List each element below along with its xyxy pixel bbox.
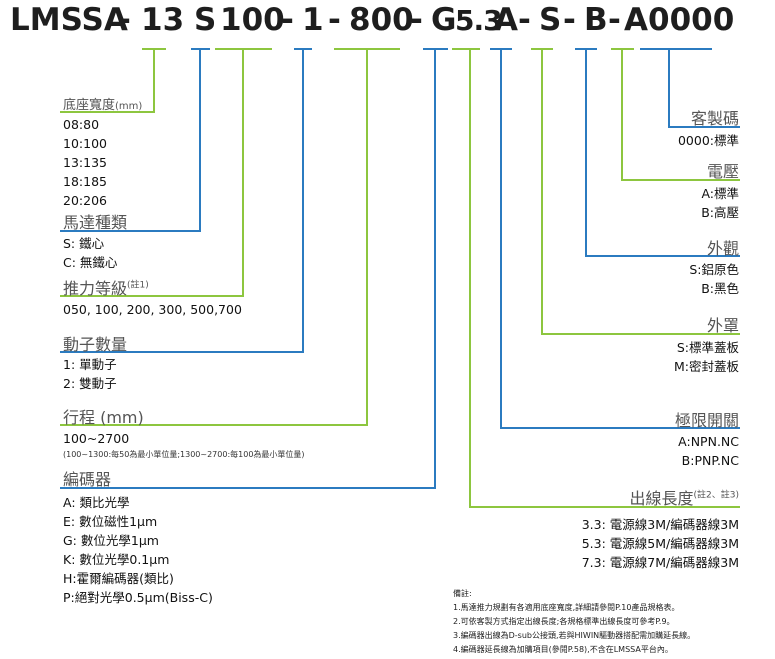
option-item: P:絕對光學0.5μm(Biss-C) bbox=[63, 590, 213, 605]
base-width-options: 08:80 10:100 13:135 18:185 20:206 bbox=[63, 115, 107, 210]
cable-length-options: 3.3: 電源線3M/編碼器線3M 5.3: 電源線5M/編碼器線3M 7.3:… bbox=[582, 515, 739, 572]
option-item: 1: 單動子 bbox=[63, 357, 117, 372]
code-dash: - bbox=[518, 2, 531, 38]
base-width-title-text: 底座寬度 bbox=[63, 98, 116, 113]
cable-length-title: 出線長度(註2、註3) bbox=[630, 485, 740, 509]
motor-type-options: S: 鐵心 C: 無鐵心 bbox=[63, 234, 117, 272]
option-item: S:標準蓋板 bbox=[676, 340, 739, 355]
cable-length-note-mark: (註2、註3) bbox=[693, 490, 739, 501]
stroke-value: 100~2700 bbox=[63, 431, 130, 446]
encoder-options: A: 類比光學 E: 數位磁性1μm G: 數位光學1μm K: 數位光學0.1… bbox=[63, 493, 213, 607]
encoder-title: 編碼器 bbox=[63, 470, 112, 489]
option-item: 18:185 bbox=[63, 174, 107, 189]
option-item: 050, 100, 200, 300, 500,700 bbox=[63, 302, 242, 317]
thrust-options: 050, 100, 200, 300, 500,700 bbox=[63, 300, 242, 319]
option-item: S:鋁原色 bbox=[689, 262, 739, 277]
connector-thrust bbox=[60, 49, 244, 297]
code-dash: - bbox=[328, 2, 341, 38]
option-item: G: 數位光學1μm bbox=[63, 533, 159, 548]
option-item: H:霍爾編碼器(類比) bbox=[63, 571, 174, 586]
option-item: B:高壓 bbox=[701, 205, 739, 220]
code-motor-type: S bbox=[194, 2, 217, 38]
option-item: 3.3: 電源線3M/編碼器線3M bbox=[581, 517, 739, 532]
notes-title: 備註: bbox=[453, 589, 472, 598]
cover-title: 外罩 bbox=[706, 316, 739, 335]
option-item: 7.3: 電源線7M/編碼器線3M bbox=[581, 555, 739, 570]
cover-options: S:標準蓋板 M:密封蓋板 bbox=[674, 338, 739, 376]
code-mover-qty: 1 bbox=[302, 2, 324, 38]
option-item: A: 類比光學 bbox=[63, 495, 130, 510]
connector-mover-qty bbox=[60, 49, 304, 353]
note-item: 2.可依客製方式指定出線長度;各規格標準出線長度可參考P.9。 bbox=[453, 617, 675, 626]
code-custom: 0000 bbox=[648, 2, 735, 38]
option-item: M:密封蓋板 bbox=[674, 359, 739, 374]
thrust-title-text: 推力等級 bbox=[63, 279, 128, 298]
notes-block: 備註: 1.馬達推力規劃有各適用底座寬度,詳細請參閱P.10產品規格表。 2.可… bbox=[453, 587, 695, 657]
thrust-note-mark: (註1) bbox=[127, 280, 149, 291]
option-item: C: 無鐵心 bbox=[63, 255, 118, 270]
connector-voltage bbox=[621, 49, 740, 181]
code-encoder: G bbox=[431, 2, 457, 38]
code-dash: - bbox=[563, 2, 576, 38]
option-item: 20:206 bbox=[63, 193, 107, 208]
option-item: E: 數位磁性1μm bbox=[63, 514, 158, 529]
connector-stroke bbox=[60, 49, 368, 426]
custom-code-title: 客製碼 bbox=[690, 109, 739, 128]
connector-base-width bbox=[60, 49, 155, 113]
option-item: 08:80 bbox=[63, 117, 100, 132]
code-base-width: 13 bbox=[141, 2, 185, 38]
code-cover: S bbox=[539, 2, 562, 38]
code-dash: - bbox=[281, 2, 294, 38]
code-appearance: B bbox=[584, 2, 608, 38]
option-item: B:黑色 bbox=[701, 281, 739, 296]
base-width-title: 底座寬度(mm) bbox=[63, 94, 142, 113]
connector-appearance bbox=[585, 49, 740, 257]
stroke-detail: (100~1300:每50為最小單位量;1300~2700:每100為最小單位量… bbox=[63, 450, 305, 459]
connector-cable-length bbox=[469, 49, 740, 508]
connector-motor-type bbox=[60, 49, 201, 232]
code-dash: - bbox=[608, 2, 621, 38]
option-item: 13:135 bbox=[63, 155, 107, 170]
limit-switch-options: A:NPN.NC B:PNP.NC bbox=[678, 432, 739, 470]
code-dash: - bbox=[410, 2, 423, 38]
note-item: 1.馬達推力規劃有各適用底座寬度,詳細請參閱P.10產品規格表。 bbox=[453, 603, 680, 612]
option-item: 2: 雙動子 bbox=[63, 376, 117, 391]
appearance-title: 外觀 bbox=[706, 239, 739, 258]
code-thrust: 100 bbox=[220, 2, 285, 38]
connector-custom bbox=[668, 49, 740, 128]
option-item: 5.3: 電源線5M/編碼器線3M bbox=[581, 536, 739, 551]
mover-qty-options: 1: 單動子 2: 雙動子 bbox=[63, 355, 117, 393]
thrust-title: 推力等級(註1) bbox=[63, 275, 149, 299]
code-voltage: A bbox=[624, 2, 648, 38]
voltage-options: A:標準 B:高壓 bbox=[701, 184, 739, 222]
stroke-title: 行程 (mm) bbox=[63, 408, 144, 427]
option-item: A:NPN.NC bbox=[678, 434, 739, 449]
code-cable-length: 5.3 bbox=[455, 4, 503, 37]
connector-cover bbox=[541, 49, 740, 335]
option-item: S: 鐵心 bbox=[63, 236, 105, 251]
custom-code-options: 0000:標準 bbox=[678, 131, 739, 150]
code-series: LMSSA bbox=[10, 2, 128, 38]
cable-length-title-text: 出線長度 bbox=[629, 489, 694, 508]
option-item: K: 數位光學0.1μm bbox=[63, 552, 170, 567]
connector-encoder bbox=[60, 49, 436, 489]
option-item: A:標準 bbox=[701, 186, 739, 201]
code-stroke: 800 bbox=[349, 2, 414, 38]
voltage-title: 電壓 bbox=[706, 162, 739, 181]
note-item: 4.編碼器延長線為加購項目(參閱P.58),不含在LMSSA平台內。 bbox=[453, 645, 673, 654]
code-limit-switch: A bbox=[494, 2, 518, 38]
mover-qty-title: 動子數量 bbox=[63, 335, 128, 354]
limit-switch-title: 極限開關 bbox=[674, 411, 739, 430]
base-width-unit: (mm) bbox=[115, 101, 143, 112]
option-item: B:PNP.NC bbox=[681, 453, 739, 468]
option-item: 10:100 bbox=[63, 136, 107, 151]
option-item: 0000:標準 bbox=[677, 133, 739, 148]
code-dash: - bbox=[118, 2, 131, 38]
motor-type-title: 馬達種類 bbox=[63, 213, 128, 232]
appearance-options: S:鋁原色 B:黑色 bbox=[689, 260, 739, 298]
connector-limit-switch bbox=[500, 49, 740, 429]
note-item: 3.編碼器出線為D-sub公接頭,若與HIWIN驅動器搭配需加購延長線。 bbox=[453, 631, 696, 640]
